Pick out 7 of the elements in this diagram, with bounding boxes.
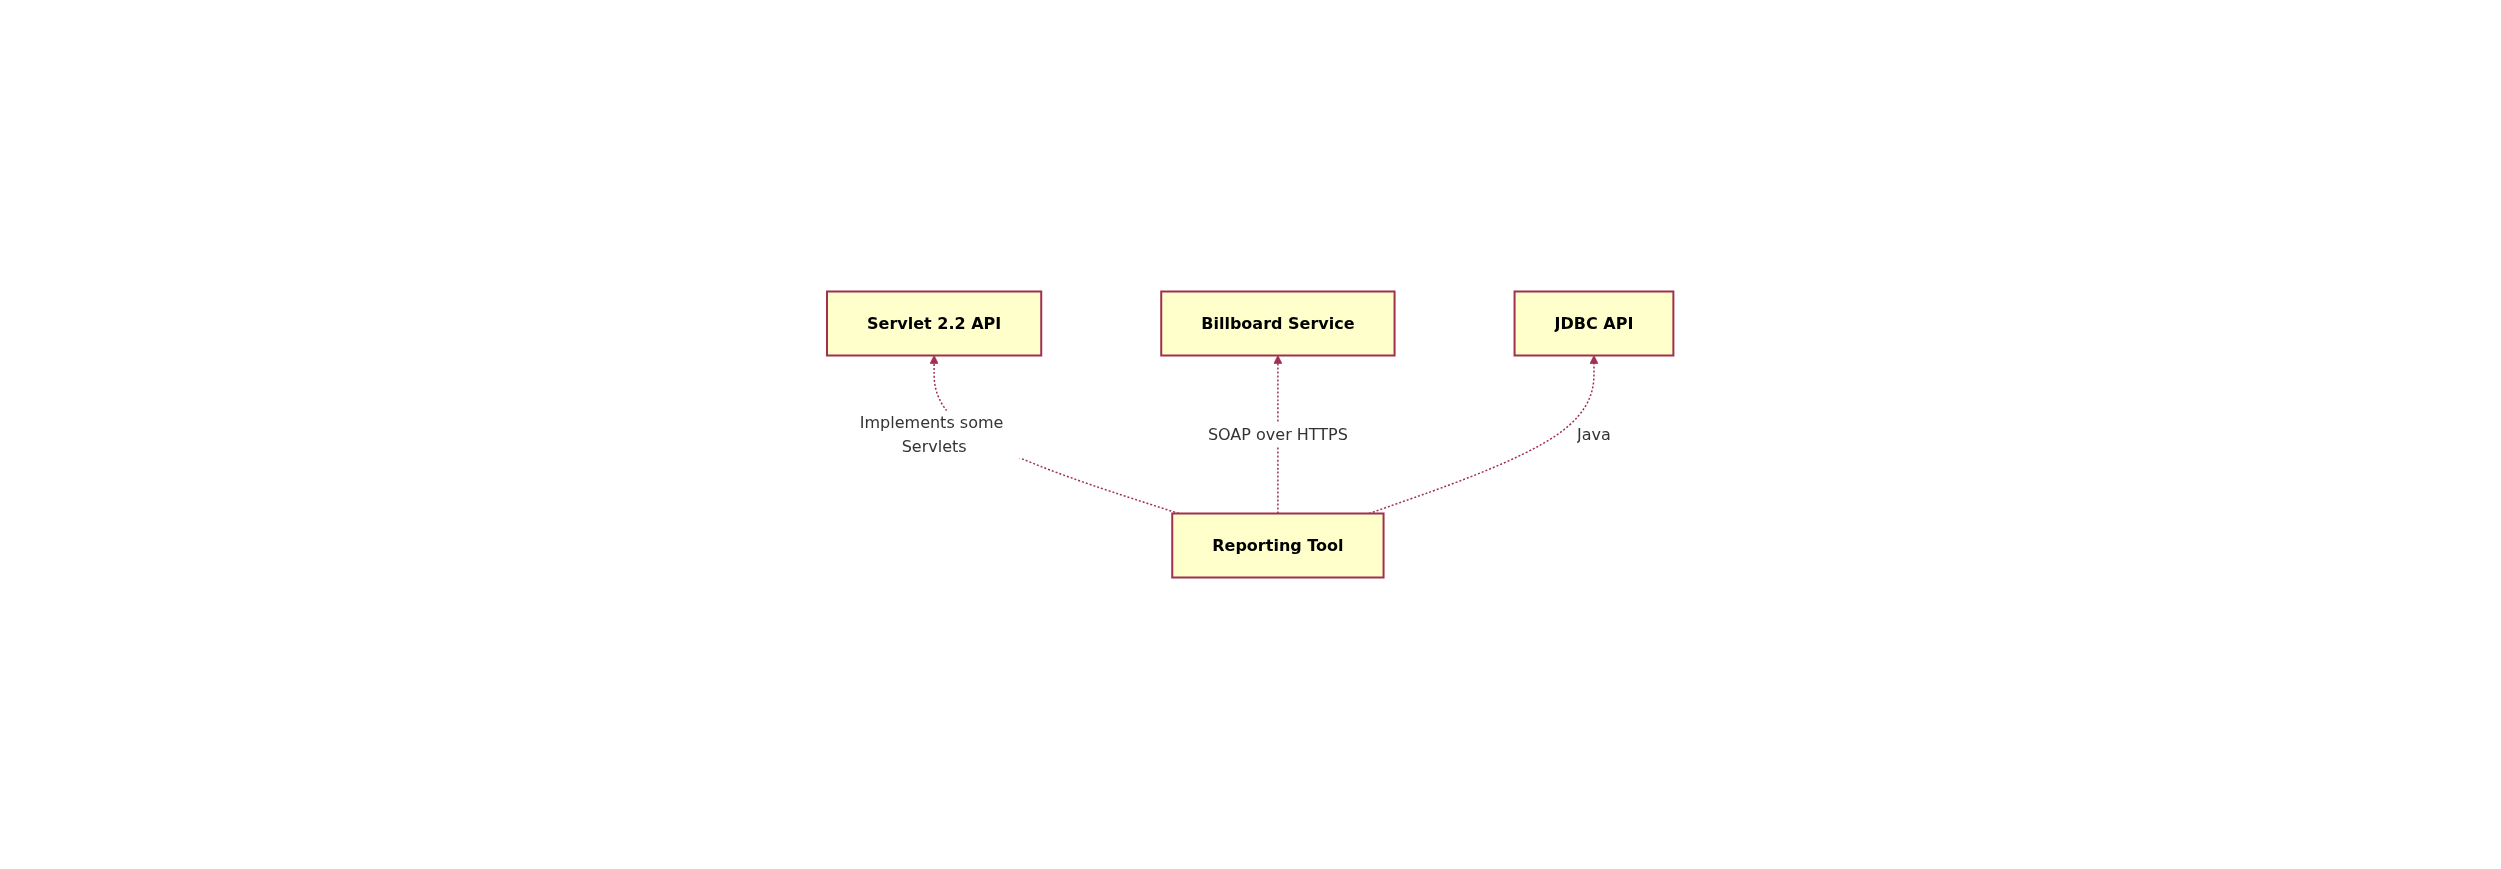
- node-box: Reporting Tool: [1171, 512, 1385, 579]
- arrow: [1273, 355, 1283, 515]
- node-box: Servlet 2.2 API: [826, 290, 1043, 357]
- edge-label: SOAP over HTTPS: [1208, 424, 1349, 444]
- edge-label: Java: [1577, 424, 1612, 444]
- edge-label: Implements some Servlets: [860, 412, 1004, 456]
- node-box: Billboard Service: [1160, 290, 1396, 357]
